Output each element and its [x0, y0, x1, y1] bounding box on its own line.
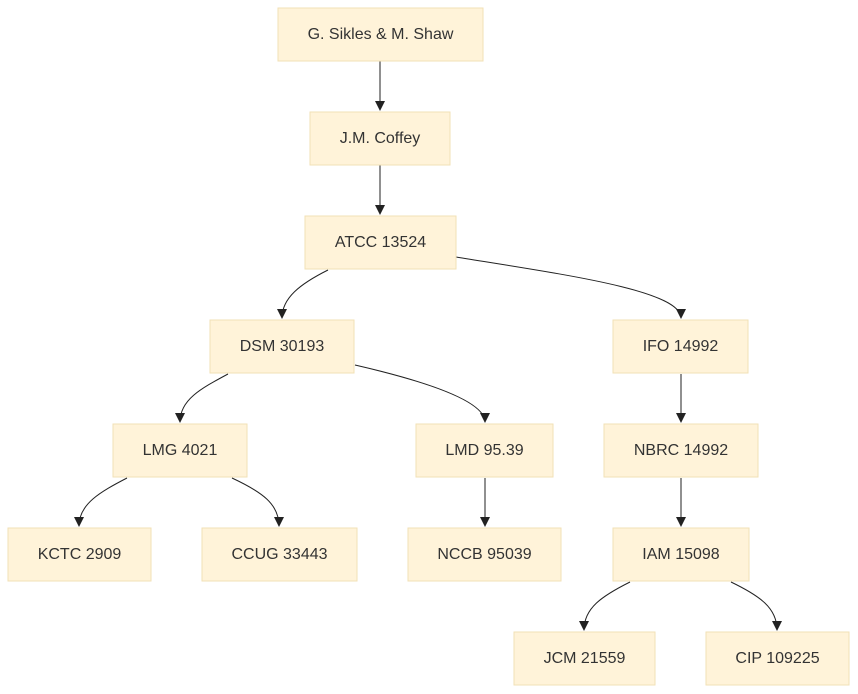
node-box [7, 527, 152, 582]
node-box [309, 111, 451, 166]
node-box [209, 319, 355, 374]
node-box [513, 631, 656, 686]
node-cip-109225: CIP 109225 [705, 631, 850, 686]
node-label: JCM 21559 [544, 650, 626, 667]
node-label: CIP 109225 [735, 650, 819, 667]
node-nccb-95039: NCCB 95039 [407, 527, 562, 582]
node-label: DSM 30193 [240, 338, 325, 355]
node-box [304, 215, 457, 270]
edge-arrow [730, 581, 782, 631]
node-box [612, 319, 749, 374]
node-label: KCTC 2909 [38, 546, 122, 563]
node-label: IAM 15098 [642, 546, 719, 563]
node-label: NCCB 95039 [437, 546, 531, 563]
node-label: J.M. Coffey [340, 130, 421, 147]
edge-arrow [277, 269, 329, 319]
node-g-sikles-m-shaw: G. Sikles & M. Shaw [277, 7, 484, 62]
node-box [705, 631, 850, 686]
node-box [415, 423, 554, 478]
node-box [201, 527, 358, 582]
node-kctc-2909: KCTC 2909 [7, 527, 152, 582]
node-label: LMD 95.39 [445, 442, 523, 459]
node-box [407, 527, 562, 582]
node-label: CCUG 33443 [231, 546, 327, 563]
node-nbrc-14992: NBRC 14992 [603, 423, 759, 478]
edge-arrow [175, 373, 229, 423]
edge-arrow [455, 256, 686, 319]
node-box [112, 423, 248, 478]
edges [74, 61, 782, 631]
node-ifo-14992: IFO 14992 [612, 319, 749, 374]
node-label: LMG 4021 [143, 442, 218, 459]
node-box [603, 423, 759, 478]
node-box [277, 7, 484, 62]
node-jcm-21559: JCM 21559 [513, 631, 656, 686]
node-label: G. Sikles & M. Shaw [308, 26, 454, 43]
node-label: NBRC 14992 [634, 442, 728, 459]
node-lmg-4021: LMG 4021 [112, 423, 248, 478]
edge-arrow [354, 364, 490, 423]
edge-arrow [579, 581, 631, 631]
node-j-m-coffey: J.M. Coffey [309, 111, 451, 166]
node-lmd-95-39: LMD 95.39 [415, 423, 554, 478]
node-label: IFO 14992 [643, 338, 719, 355]
node-dsm-30193: DSM 30193 [209, 319, 355, 374]
edge-arrow [74, 477, 128, 527]
node-iam-15098: IAM 15098 [612, 527, 750, 582]
node-label: ATCC 13524 [335, 234, 426, 251]
node-atcc-13524: ATCC 13524 [304, 215, 457, 270]
node-box [612, 527, 750, 582]
node-ccug-33443: CCUG 33443 [201, 527, 358, 582]
edge-arrow [231, 477, 284, 527]
